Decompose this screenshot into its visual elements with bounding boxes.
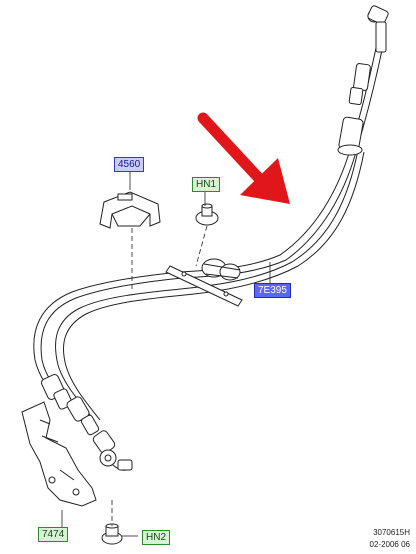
callout-hn1[interactable]: HN1 — [192, 177, 221, 192]
lower-mounting-bracket — [21, 401, 97, 507]
cable-mounting-bracket — [165, 258, 243, 307]
illustration-code: 3070615H — [373, 528, 410, 537]
nut-hn2 — [101, 523, 123, 545]
assembly-guide-lines — [111, 225, 208, 526]
lower-cable-end-fittings — [41, 374, 133, 471]
upper-cable-end-fitting — [337, 5, 389, 156]
callout-7e395-selected[interactable]: 7E395 — [254, 283, 291, 298]
red-pointer-arrow — [197, 112, 290, 204]
nut-hn1 — [195, 203, 219, 226]
callout-hn2[interactable]: HN2 — [142, 530, 171, 545]
callout-4560[interactable]: 4560 — [114, 157, 145, 172]
illustration-date: 02-2006 06 — [369, 540, 410, 549]
retaining-clip-4560 — [99, 191, 161, 229]
callout-leader-lines — [61, 171, 271, 537]
callout-7474[interactable]: 7474 — [38, 527, 69, 542]
